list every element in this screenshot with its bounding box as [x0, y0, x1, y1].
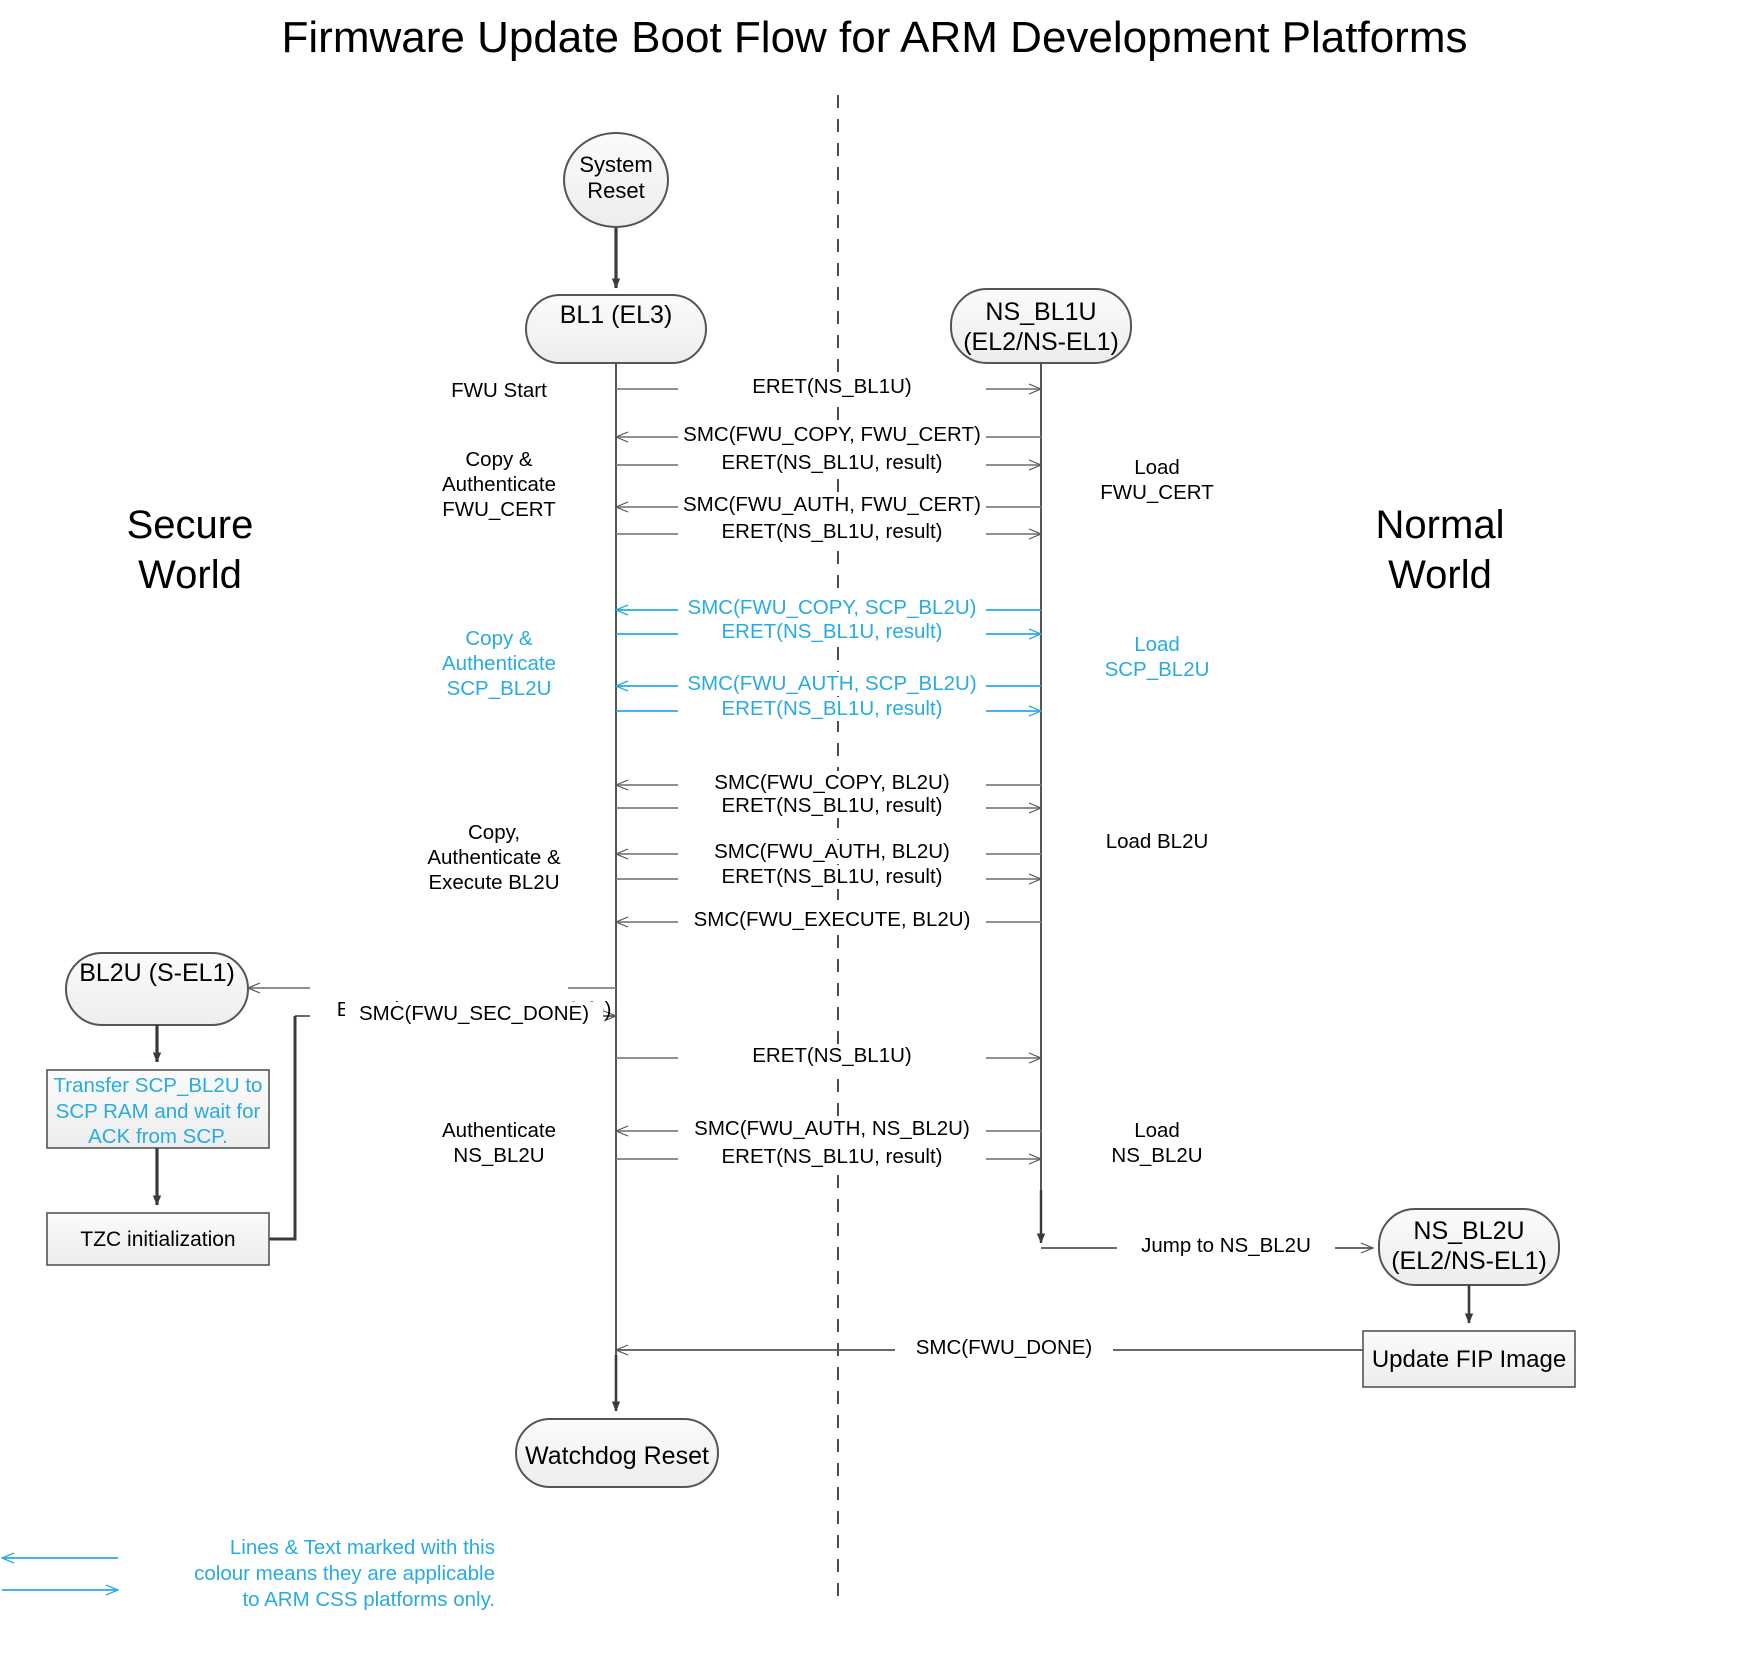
message-label-m13: ERET(NS_BL1U, result) [678, 865, 986, 890]
message-label-m7: ERET(NS_BL1U, result) [678, 620, 986, 645]
node-bl1 [525, 294, 707, 364]
message-label-m9: ERET(NS_BL1U, result) [678, 697, 986, 722]
message-label-m1: ERET(NS_BL1U) [678, 375, 986, 400]
secure-note-copy-auth-exec-bl2u: Copy, Authenticate & Execute BL2U [427, 821, 561, 894]
message-label-m18: SMC(FWU_AUTH, NS_BL2U) [678, 1117, 986, 1142]
message-label-m17: ERET(NS_BL1U) [678, 1044, 986, 1069]
page-title: Firmware Update Boot Flow for ARM Develo… [281, 13, 1468, 62]
secure-note-auth-ns-bl2u: Authenticate NS_BL2U [442, 1119, 556, 1167]
message-label-m16: SMC(FWU_SEC_DONE) [345, 1002, 603, 1027]
normal-note-load-fwu-cert: Load FWU_CERT [1100, 456, 1214, 504]
message-label-m19: ERET(NS_BL1U, result) [678, 1145, 986, 1170]
message-m15-part3: ) [604, 998, 612, 1022]
box-label-update-fip: Update FIP Image [1371, 1346, 1567, 1373]
box-label-tzc-init: TZC initialization [80, 1228, 236, 1251]
normal-note-load-scp-bl2u: Load SCP_BL2U [1104, 633, 1210, 681]
secure-world-label: Secure World [126, 503, 254, 597]
message-label-m12: SMC(FWU_AUTH, BL2U) [678, 840, 986, 865]
message-label-m21: SMC(FWU_DONE) [895, 1336, 1113, 1361]
box-transfer-scp [46, 1069, 270, 1149]
legend-note: Lines & Text marked with this colour mea… [194, 1536, 495, 1612]
message-label-m20: Jump to NS_BL2U [1117, 1234, 1335, 1259]
message-label-m3: ERET(NS_BL1U, result) [678, 451, 986, 476]
node-bl2u [65, 952, 249, 1026]
normal-note-load-bl2u: Load BL2U [1105, 830, 1209, 853]
secure-note-copy-auth-cert: Copy & Authenticate FWU_CERT [442, 448, 556, 521]
node-ns-bl2u [1378, 1208, 1560, 1286]
message-label-m11: ERET(NS_BL1U, result) [678, 794, 986, 819]
box-label-transfer-scp: Transfer SCP_BL2U to SCP RAM and wait fo… [53, 1074, 263, 1149]
normal-note-load-ns-bl2u: Load NS_BL2U [1111, 1119, 1203, 1167]
box-tzc-init [46, 1212, 270, 1266]
message-label-m2: SMC(FWU_COPY, FWU_CERT) [678, 423, 986, 448]
message-label-m6: SMC(FWU_COPY, SCP_BL2U) [678, 596, 986, 621]
secure-note-fwu-start: FWU Start [451, 379, 547, 402]
box-update-fip [1362, 1330, 1576, 1388]
node-ns-bl1u [950, 288, 1132, 364]
normal-world-label: Normal World [1375, 503, 1505, 597]
message-label-m8: SMC(FWU_AUTH, SCP_BL2U) [678, 672, 986, 697]
message-label-m4: SMC(FWU_AUTH, FWU_CERT) [678, 493, 986, 518]
secure-note-copy-auth-scp: Copy & Authenticate SCP_BL2U [442, 627, 556, 700]
node-watchdog-reset [515, 1418, 719, 1488]
node-system-reset [563, 132, 669, 228]
message-label-m10: SMC(FWU_COPY, BL2U) [678, 771, 986, 796]
message-label-m14: SMC(FWU_EXECUTE, BL2U) [678, 908, 986, 933]
message-label-m5: ERET(NS_BL1U, result) [678, 520, 986, 545]
